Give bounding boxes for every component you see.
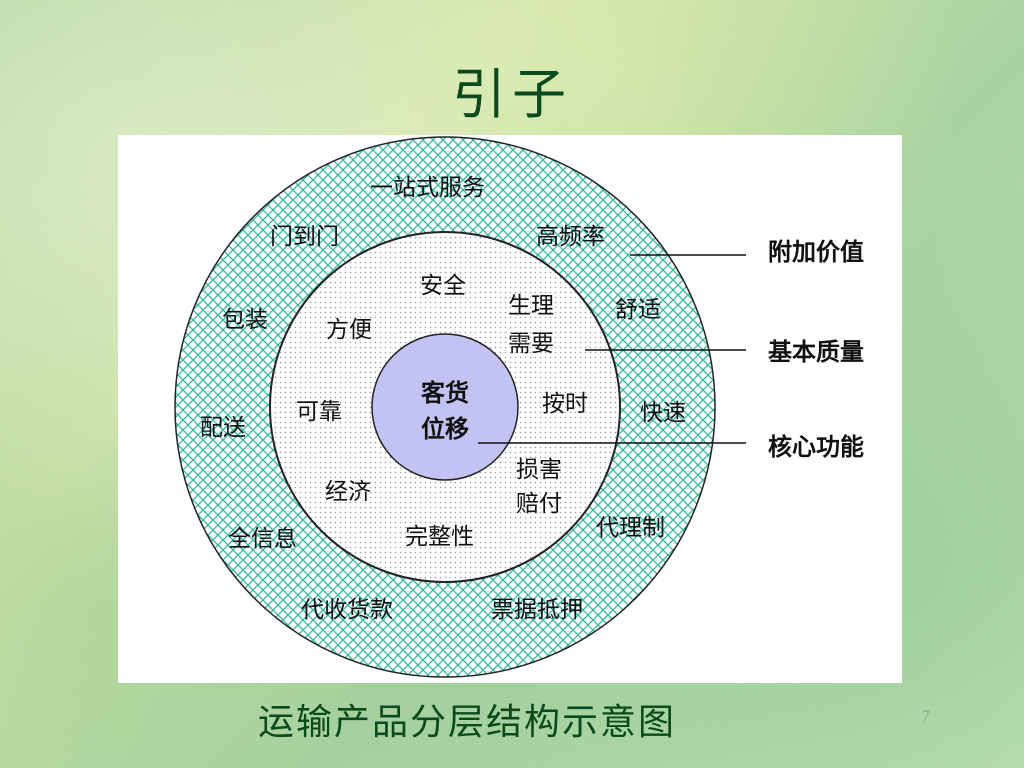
label-added-value: 附加价值: [768, 238, 864, 266]
label-one-stop-service: 一站式服务: [370, 175, 485, 201]
core-labels: 客货 位移: [421, 379, 469, 443]
label-on-time: 按时: [542, 391, 588, 417]
label-basic-quality: 基本质量: [768, 338, 864, 366]
label-high-frequency: 高频率: [536, 224, 605, 250]
label-core-line-2: 位移: [421, 415, 469, 443]
diagram-caption: 运输产品分层结构示意图: [257, 702, 676, 743]
label-integrity: 完整性: [405, 524, 474, 550]
label-needs: 需要: [508, 331, 554, 357]
layered-structure-diagram: 一站式服务 门到门 高频率 包装 舒适 配送 快速 全信息 代理制 代收货款 票…: [174, 136, 864, 678]
label-fast: 快速: [640, 400, 686, 426]
label-damage: 损害: [516, 457, 562, 483]
middle-ring-labels: 安全 方便 生理 需要 可靠 按时 经济 损害 赔付 完整性: [296, 273, 588, 550]
label-full-information: 全信息: [228, 526, 297, 552]
label-reliable: 可靠: [296, 399, 342, 425]
label-core-line-1: 客货: [421, 379, 469, 407]
label-distribution: 配送: [200, 415, 246, 441]
diagram-panel: 一站式服务 门到门 高频率 包装 舒适 配送 快速 全信息 代理制 代收货款 票…: [118, 135, 902, 683]
label-agency-system: 代理制: [596, 515, 665, 541]
label-document-pledge: 票据抵押: [491, 597, 583, 623]
slide-title: 引子: [452, 63, 572, 126]
label-core-function: 核心功能: [768, 433, 864, 461]
label-comfort: 舒适: [615, 297, 661, 323]
label-cash-on-delivery: 代收货款: [301, 597, 393, 623]
label-safety: 安全: [420, 273, 466, 299]
core-circle: [371, 333, 519, 481]
label-physiological: 生理: [508, 293, 554, 319]
outer-ring-labels: 一站式服务 门到门 高频率 包装 舒适 配送 快速 全信息 代理制 代收货款 票…: [200, 175, 686, 623]
page-number: 7: [922, 708, 930, 725]
label-door-to-door: 门到门: [270, 224, 339, 250]
label-compensation: 赔付: [516, 491, 562, 517]
label-convenience: 方便: [326, 317, 372, 343]
label-packaging: 包装: [222, 307, 268, 333]
label-economy: 经济: [325, 479, 371, 505]
